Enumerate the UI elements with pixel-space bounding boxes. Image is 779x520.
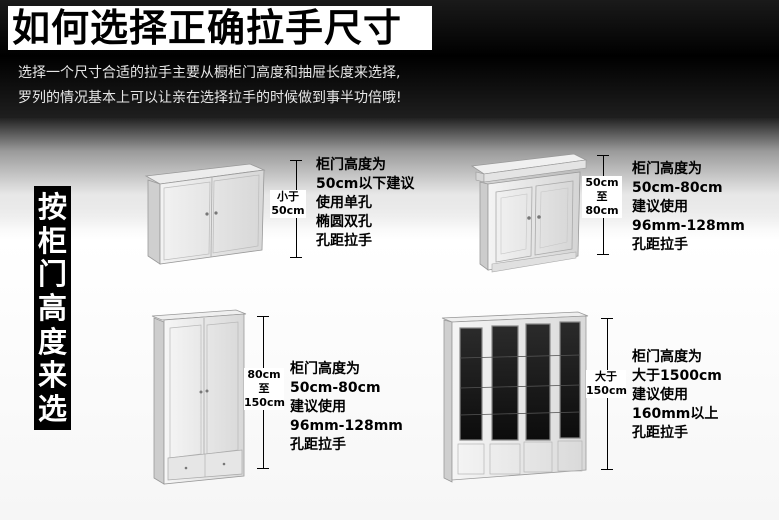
cabinet-1-description: 柜门高度为 50cm以下建议 使用单孔 椭圆双孔 孔距拉手 — [316, 156, 414, 251]
desc-line: 50cm以下建议 — [316, 176, 415, 192]
dimension-label-2: 50cm 至 80cm — [582, 176, 622, 218]
header-fade — [0, 118, 779, 228]
dimension-text: 150cm — [586, 384, 627, 397]
dimension-text: 80cm — [247, 368, 281, 381]
desc-line: 大于1500cm — [632, 368, 722, 384]
desc-line: 柜门高度为 — [316, 157, 386, 173]
desc-line: 96mm-128mm — [290, 418, 403, 434]
subtitle-line-2: 罗列的情况基本上可以让亲在选择拉手的时候做到事半功倍哦! — [18, 90, 402, 106]
dimension-text: 50cm — [585, 176, 619, 189]
sidebar-char: 选 — [37, 391, 67, 426]
desc-line: 孔距拉手 — [632, 237, 688, 253]
desc-line: 柜门高度为 — [632, 161, 702, 177]
mid-cabinet-image — [470, 153, 588, 273]
desc-line: 孔距拉手 — [316, 233, 372, 249]
sidebar-char: 柜 — [37, 223, 67, 258]
desc-line: 建议使用 — [632, 387, 688, 403]
dimension-text: 大于 — [595, 370, 617, 383]
dimension-text: 至 — [596, 190, 608, 203]
desc-line: 50cm-80cm — [290, 380, 381, 396]
page-title: 如何选择正确拉手尺寸 — [8, 6, 432, 50]
cabinet-2-description: 柜门高度为 50cm-80cm 建议使用 96mm-128mm 孔距拉手 — [632, 160, 745, 255]
desc-line: 椭圆双孔 — [316, 214, 372, 230]
cabinet-3-description: 柜门高度为 50cm-80cm 建议使用 96mm-128mm 孔距拉手 — [290, 360, 403, 455]
desc-line: 96mm-128mm — [632, 218, 745, 234]
desc-line: 孔距拉手 — [290, 437, 346, 453]
dimension-text: 至 — [258, 382, 270, 395]
desc-line: 柜门高度为 — [290, 361, 360, 377]
sidebar-char: 门 — [37, 257, 67, 292]
sidebar-char: 度 — [37, 324, 67, 359]
desc-line: 50cm-80cm — [632, 180, 723, 196]
dimension-label-1: 小于 50cm — [270, 190, 306, 218]
desc-line: 孔距拉手 — [632, 425, 688, 441]
sidebar-char: 高 — [37, 290, 67, 325]
desc-line: 160mm以上 — [632, 406, 719, 422]
dimension-text: 150cm — [244, 396, 285, 409]
cabinet-4-description: 柜门高度为 大于1500cm 建议使用 160mm以上 孔距拉手 — [632, 348, 722, 443]
dimension-text: 80cm — [585, 204, 619, 217]
desc-line: 建议使用 — [632, 199, 688, 215]
low-cabinet-image — [144, 163, 266, 265]
desc-line: 建议使用 — [290, 399, 346, 415]
dimension-text: 50cm — [271, 204, 305, 217]
sidebar-vertical-label: 按 柜 门 高 度 来 选 — [34, 186, 71, 430]
tall-display-cabinet-image — [441, 311, 589, 483]
sidebar-char: 按 — [37, 190, 67, 224]
sidebar-char: 来 — [37, 358, 67, 393]
desc-line: 使用单孔 — [316, 195, 372, 211]
dimension-text: 小于 — [277, 190, 299, 203]
dimension-label-3: 80cm 至 150cm — [244, 368, 285, 410]
desc-line: 柜门高度为 — [632, 349, 702, 365]
dimension-label-4: 大于 150cm — [586, 370, 627, 398]
subtitle-line-1: 选择一个尺寸合适的拉手主要从橱柜门高度和抽屉长度来选择, — [18, 65, 401, 81]
wardrobe-cabinet-image — [151, 309, 247, 485]
